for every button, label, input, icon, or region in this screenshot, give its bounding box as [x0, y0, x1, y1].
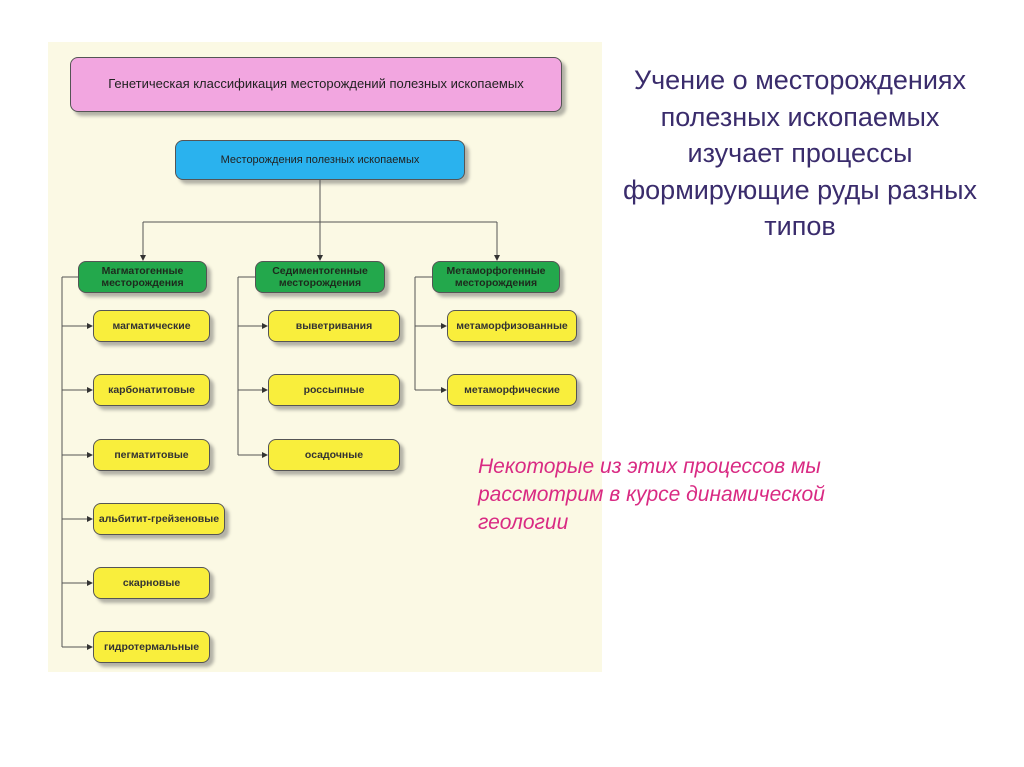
- node-skarn: скарновые: [93, 567, 210, 599]
- group-sedimentogenic: Седиментогенные месторождения: [255, 261, 385, 293]
- node-hydrothermal: гидротермальные: [93, 631, 210, 663]
- node-weathering: выветривания: [268, 310, 400, 342]
- classification-title-box: Генетическая классификация месторождений…: [70, 57, 562, 112]
- node-placer: россыпные: [268, 374, 400, 406]
- node-metamorphic: метаморфические: [447, 374, 577, 406]
- node-carbonatite: карбонатитовые: [93, 374, 210, 406]
- slide-note: Некоторые из этих процессов мы рассмотри…: [478, 455, 825, 534]
- node-metamorphosed: метаморфизованные: [447, 310, 577, 342]
- group-metamorphogenic: Метаморфогенные месторождения: [432, 261, 560, 293]
- root-node: Месторождения полезных ископаемых: [175, 140, 465, 180]
- node-magmatic: магматические: [93, 310, 210, 342]
- slide-heading: Учение о месторождениях полезных ископае…: [622, 65, 978, 241]
- node-pegmatite: пегматитовые: [93, 439, 210, 471]
- node-albitite-greisen: альбитит-грейзеновые: [93, 503, 225, 535]
- group-magmatogenic: Магматогенные месторождения: [78, 261, 207, 293]
- node-sedimentary: осадочные: [268, 439, 400, 471]
